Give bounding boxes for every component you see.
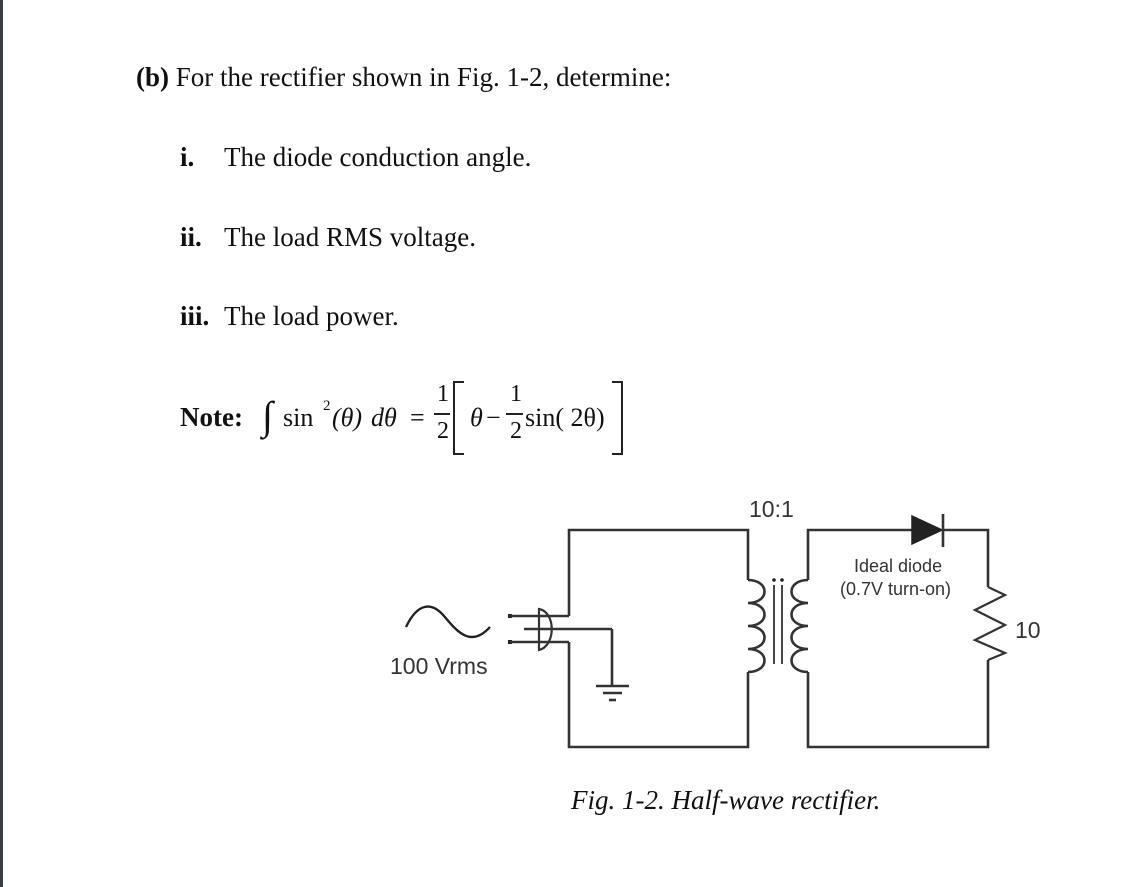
sin-func: sin xyxy=(283,403,314,432)
question-label: (b) xyxy=(136,62,169,92)
secondary-coil xyxy=(790,578,809,674)
secondary-wire-top xyxy=(806,528,912,580)
right-bracket xyxy=(612,381,623,455)
frac1-numerator: 1 xyxy=(437,381,449,407)
question-text: For the rectifier shown in Fig. 1-2, det… xyxy=(175,62,672,92)
equals-sign: = xyxy=(410,403,425,432)
ratio-label: 10:1 xyxy=(749,496,794,522)
item-text: The load RMS voltage. xyxy=(224,222,476,252)
diode-label-line1: Ideal diode xyxy=(854,556,943,576)
frac2-numerator: 1 xyxy=(510,381,522,407)
minus-sign: − xyxy=(486,403,501,432)
plug-body xyxy=(537,607,553,652)
dot-primary xyxy=(772,578,776,582)
list-item: i. The diode conduction angle. xyxy=(180,142,531,173)
item-text: The diode conduction angle. xyxy=(224,142,532,172)
question-heading: (b) For the rectifier shown in Fig. 1-2,… xyxy=(136,62,671,93)
item-text: The load power. xyxy=(224,301,399,331)
differential: dθ xyxy=(371,403,397,432)
item-number: iii. xyxy=(180,301,210,331)
primary-wire-bottom xyxy=(567,642,750,749)
frac1-denominator: 2 xyxy=(437,418,449,444)
bracket-theta: θ xyxy=(470,403,483,432)
list-item: ii. The load RMS voltage. xyxy=(180,222,476,253)
window-left-edge xyxy=(0,0,3,887)
secondary-wire-right xyxy=(944,528,990,587)
rhs-sin: sin( 2θ) xyxy=(525,403,605,432)
resistor-label: 10 xyxy=(1015,617,1041,643)
ac-source-sine-icon xyxy=(404,605,491,639)
item-number: ii. xyxy=(180,222,202,252)
primary-wire xyxy=(567,528,750,616)
note-label: Note: xyxy=(180,402,243,432)
dot-secondary xyxy=(780,578,784,582)
lhs-arg: (θ) xyxy=(332,403,363,432)
primary-coil xyxy=(747,578,766,674)
diode-icon xyxy=(911,514,944,546)
resistor-zigzag xyxy=(972,586,1008,662)
integral-sign: ∫ xyxy=(262,393,273,438)
frac2-bar xyxy=(506,413,523,415)
frac2-denominator: 2 xyxy=(510,418,522,444)
left-bracket xyxy=(453,381,464,455)
item-number: i. xyxy=(180,142,195,172)
secondary-wire-bottom xyxy=(806,660,990,749)
exponent: 2 xyxy=(323,398,331,414)
frac1-bar xyxy=(434,413,450,415)
list-item: iii. The load power. xyxy=(180,301,399,332)
diode-label-line2: (0.7V turn-on) xyxy=(840,579,952,599)
source-label: 100 Vrms xyxy=(390,653,488,679)
figure-caption: Fig. 1-2. Half-wave rectifier. xyxy=(571,785,881,815)
